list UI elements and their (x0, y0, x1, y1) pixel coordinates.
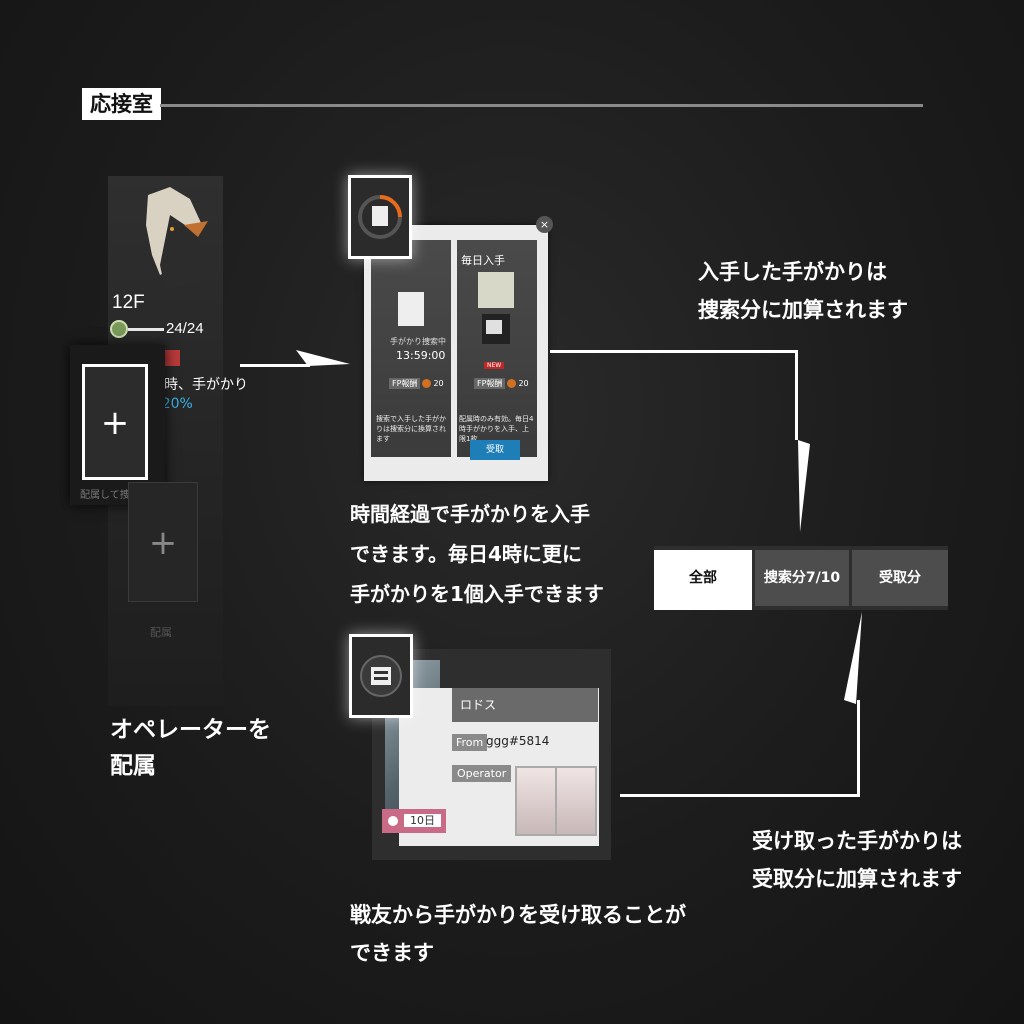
tab-search[interactable]: 捜索分7/10 (755, 550, 849, 606)
add-operator-slot-2[interactable]: + (128, 482, 198, 602)
daily-clue-image (478, 272, 514, 344)
operator-tag: Operator (452, 765, 512, 782)
deploy-caption: オペレーターを 配属 (110, 717, 271, 779)
add-operator-slot[interactable]: + (82, 364, 148, 480)
connector-line (620, 794, 860, 797)
floor-label: 12F (112, 292, 145, 313)
inbox-icon (360, 655, 402, 697)
search-clue-card (371, 240, 451, 457)
new-badge: NEW (484, 362, 505, 369)
search-progress-icon (358, 195, 402, 239)
arrow-line (240, 364, 310, 367)
daily-description: 配属時のみ有効。毎日4時手がかりを入手、上限1枚 (459, 415, 534, 443)
friend-clue-name: ロドス (452, 688, 598, 722)
slot-caption-2: 配属 (150, 626, 172, 639)
operator-portrait[interactable] (140, 185, 210, 290)
title-divider (160, 104, 923, 107)
slot-caption: 配属して捜索分 (80, 490, 150, 501)
confidential-file-icon (398, 292, 424, 326)
caption-search: 時間経過で手がかりを入手 できます。毎日4時に更に 手がかりを1個入手できます (350, 502, 604, 606)
search-timer: 13:59:00 (396, 349, 446, 362)
plus-icon: + (148, 523, 178, 563)
close-icon[interactable]: × (536, 216, 553, 233)
tab-all[interactable]: 全部 (654, 550, 752, 610)
plus-icon: + (100, 403, 130, 443)
connector-line (795, 350, 798, 440)
claim-button[interactable]: 受取 (470, 440, 520, 460)
fp-coin-icon (422, 379, 432, 388)
caption-friend: 戦友から手がかりを受け取ることが できます (350, 903, 686, 965)
arrow-right-icon (296, 350, 350, 366)
arrow-down-icon (798, 440, 810, 532)
morale-icon (110, 320, 128, 338)
connector-line (550, 350, 798, 353)
connector-line (857, 700, 860, 797)
morale-bar (128, 328, 164, 331)
search-description: 捜索で入手した手がかりは捜索分に換算されます (376, 415, 446, 443)
tab-received[interactable]: 受取分 (852, 550, 948, 606)
received-clue-icon-box (349, 634, 413, 718)
friend-id: ggg#5814 (486, 734, 550, 748)
search-status: 手がかり捜索中 (390, 337, 446, 346)
skill-text: 置時、手がかり (150, 377, 248, 393)
operator-avatar (555, 766, 597, 836)
operator-avatar (515, 766, 557, 836)
from-tag: From (452, 734, 488, 751)
clock-icon (388, 816, 398, 826)
search-clue-icon-box (348, 175, 412, 259)
caption-added-search: 入手した手がかりは 捜索分に加算されます (698, 260, 908, 322)
expiry-badge: 10日 (382, 809, 446, 833)
morale-value: 24/24 (166, 320, 204, 337)
section-title: 応接室 (82, 88, 161, 120)
daily-title: 毎日入手 (461, 254, 505, 267)
caption-added-received: 受け取った手がかりは 受取分に加算されます (752, 829, 962, 891)
fp-coin-icon (507, 379, 517, 388)
arrow-up-icon (844, 612, 862, 704)
